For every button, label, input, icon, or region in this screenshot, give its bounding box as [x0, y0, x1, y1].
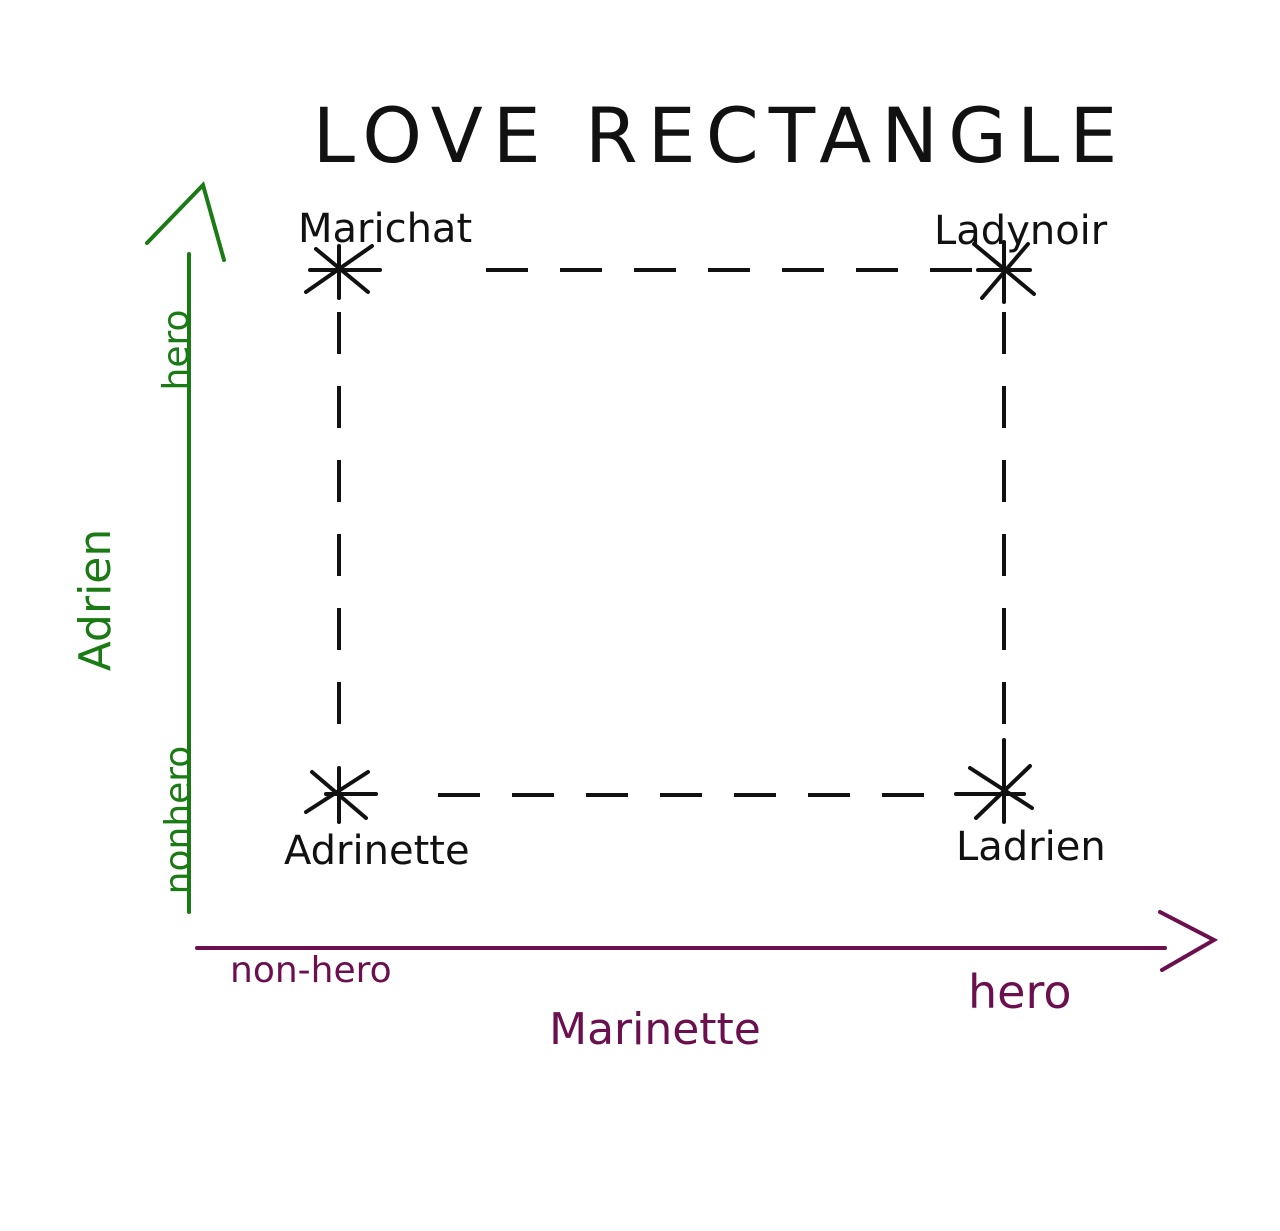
y-axis-arrowhead [145, 181, 226, 262]
point-label-adrinette: Adrinette [284, 828, 470, 874]
y-axis-low-label: nonhero [158, 746, 199, 895]
dashed-rectangle [337, 268, 1006, 797]
x-axis-low-label: non-hero [230, 950, 392, 991]
x-axis-high-label: hero [968, 965, 1072, 1019]
star-marker-top-right [972, 240, 1036, 304]
point-label-ladrien: Ladrien [956, 824, 1106, 870]
point-label-ladynoir: Ladynoir [934, 208, 1108, 254]
diagram-title: LOVE RECTANGLE [313, 91, 1128, 180]
x-axis-title: Marinette [549, 1004, 761, 1055]
star-marker-top-left [304, 244, 382, 300]
x-axis-marinette [195, 910, 1219, 972]
point-label-marichat: Marichat [298, 206, 472, 252]
x-axis-arrowhead [1158, 910, 1219, 972]
star-marker-bottom-right [954, 738, 1034, 824]
y-axis-high-label: hero [156, 310, 197, 391]
y-axis-title: Adrien [70, 529, 121, 672]
star-marker-bottom-left [304, 766, 378, 824]
y-axis-adrien [145, 181, 226, 914]
